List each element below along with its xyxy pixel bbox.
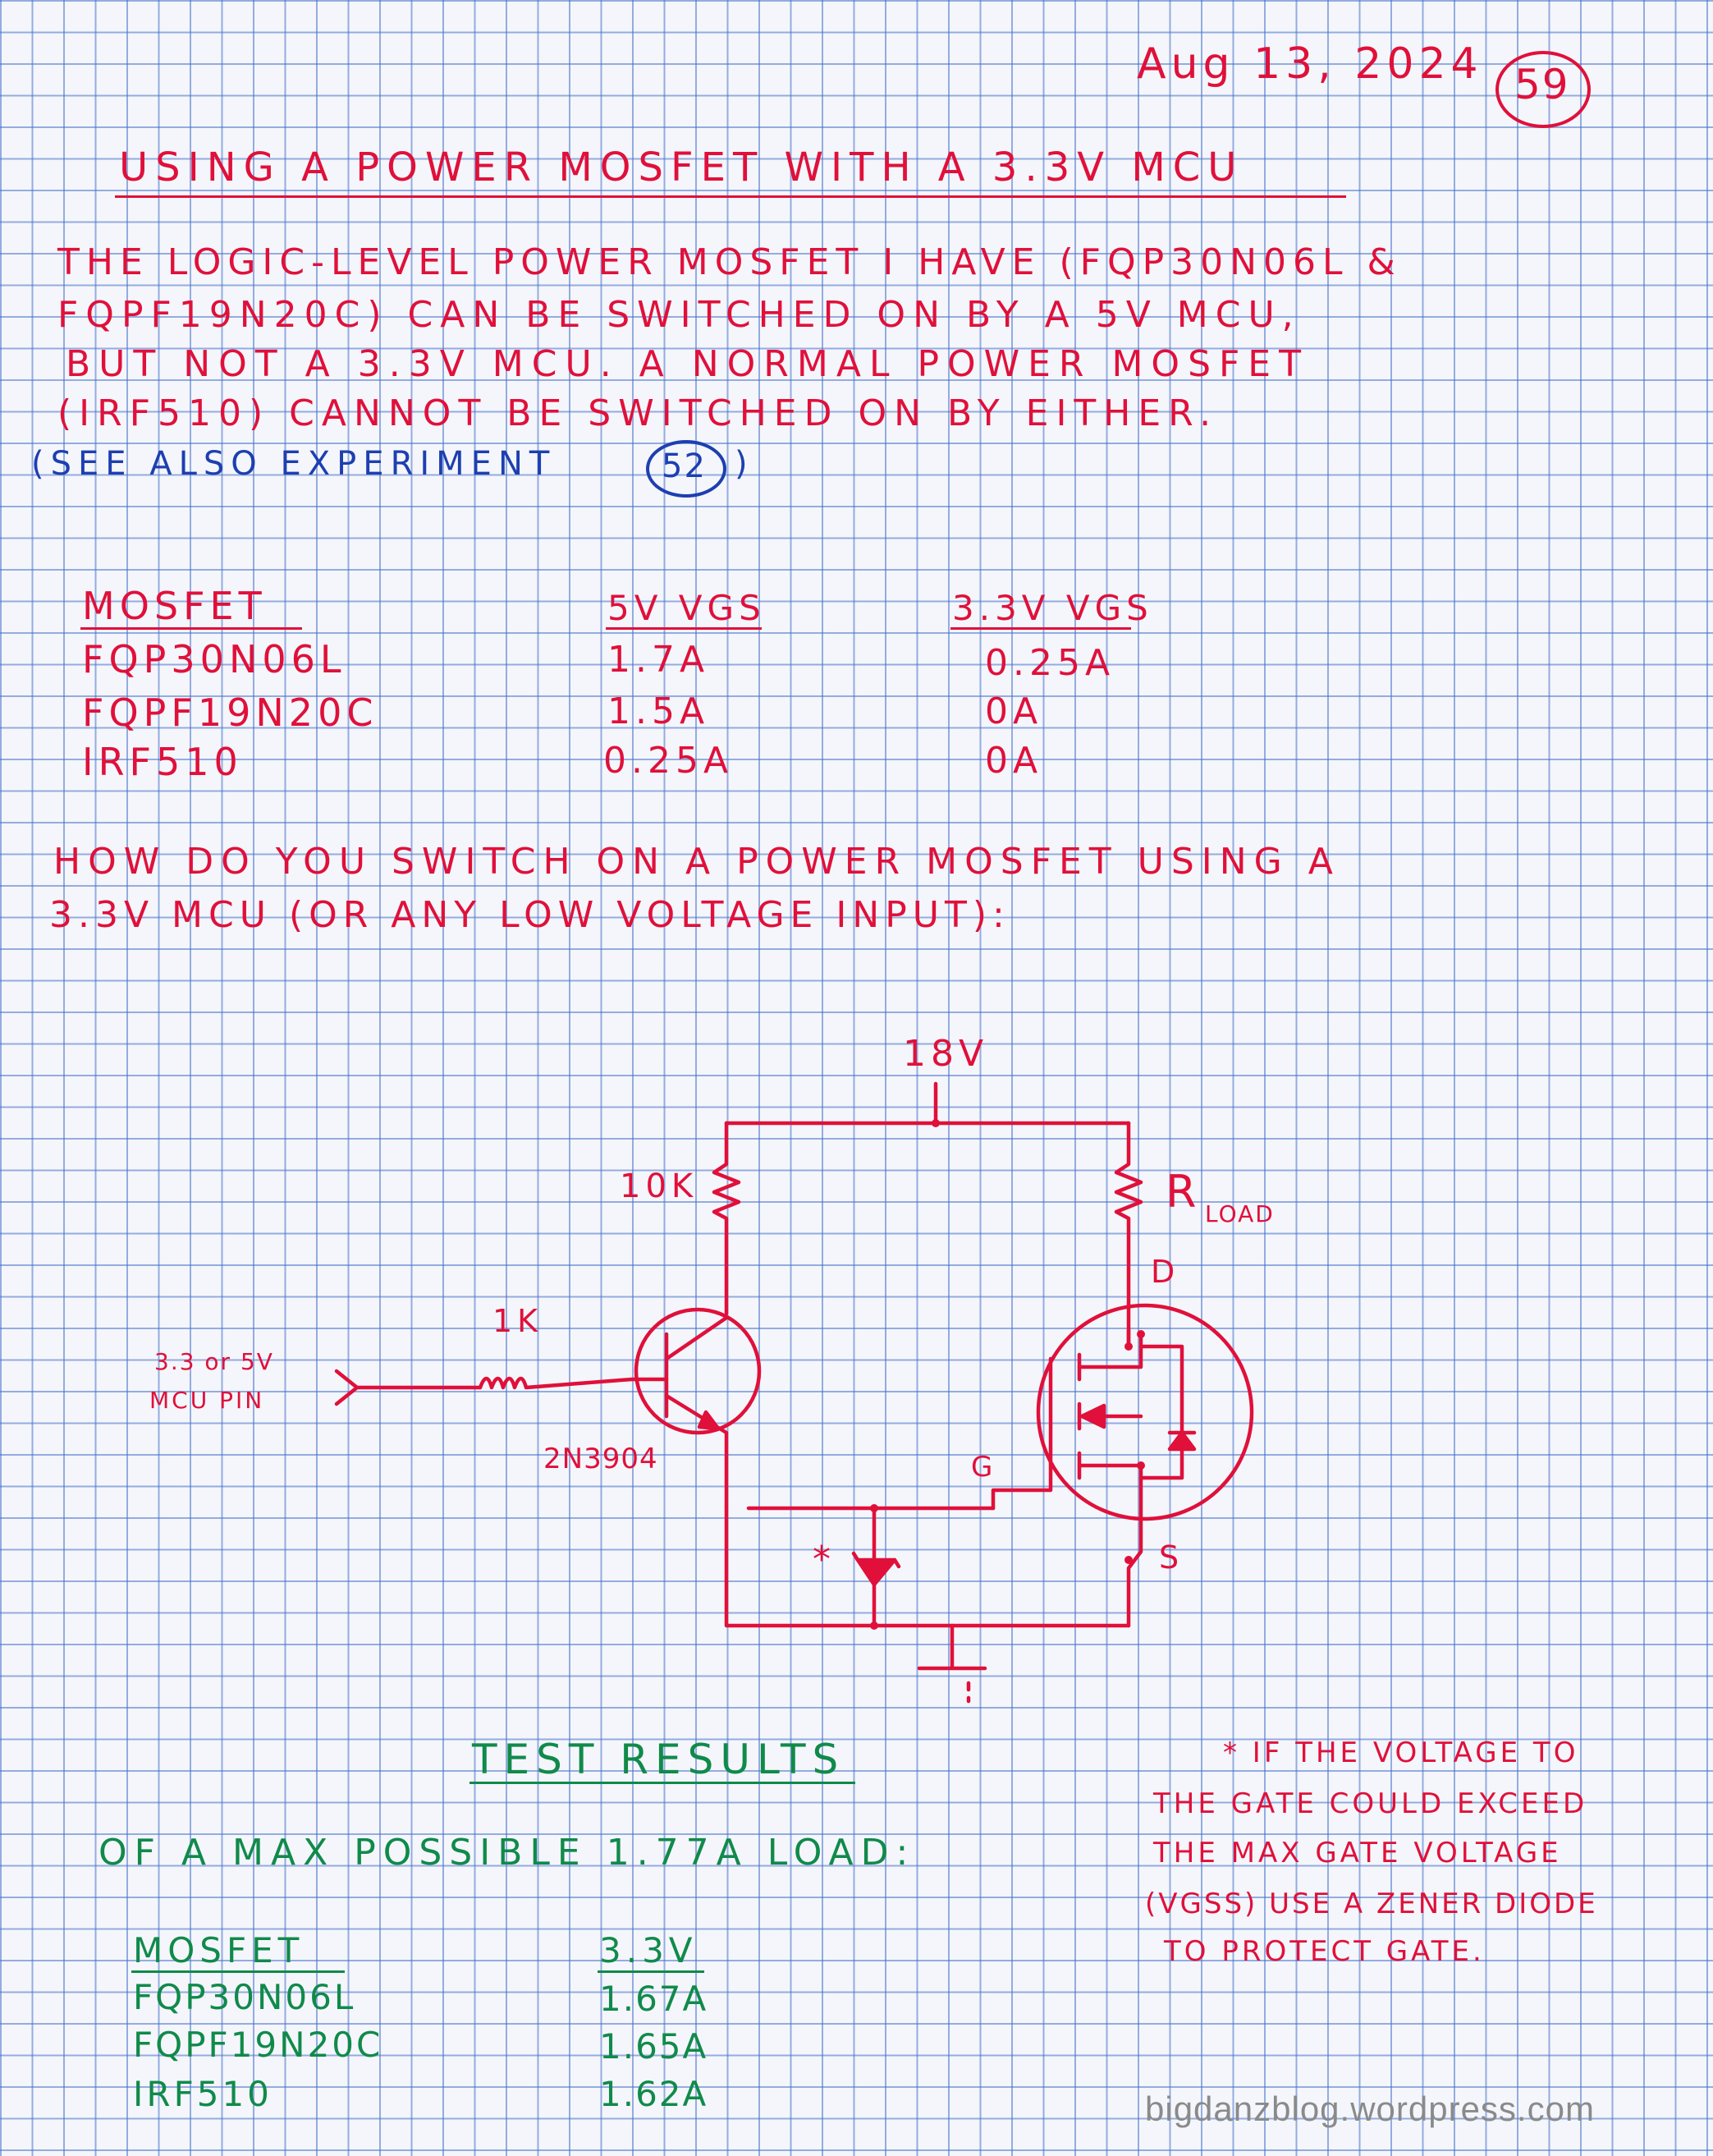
table1-row2-5v: 1.5A: [607, 690, 710, 732]
drain-label: D: [1151, 1254, 1180, 1290]
question-line-1: HOW DO YOU SWITCH ON A POWER MOSFET USIN…: [53, 841, 1340, 883]
table1-row1-mosfet: FQP30N06L: [82, 637, 346, 681]
table1-header-underline-1: [80, 627, 302, 630]
note-line-3: THE MAX GATE VOLTAGE: [1153, 1837, 1562, 1869]
results-title: TEST RESULTS: [472, 1736, 845, 1783]
r-collector-label: 10K: [620, 1167, 698, 1205]
gate-label: G: [971, 1451, 998, 1484]
intro-line-3: BUT NOT A 3.3V MCU. A NORMAL POWER MOSFE…: [66, 343, 1309, 385]
table1-row1-33v: 0.25A: [985, 642, 1115, 684]
intro-line-4: (IRF510) CANNOT BE SWITCHED ON BY EITHER…: [57, 392, 1219, 434]
title-underline: [115, 195, 1346, 198]
input-label-1: 3.3 or 5V: [154, 1348, 274, 1375]
page-number-circle: [1495, 51, 1591, 128]
results-row2-value: 1.65A: [599, 2026, 708, 2067]
page-title: USING A POWER MOSFET WITH A 3.3V MCU: [119, 144, 1244, 190]
page-number: 59: [1514, 61, 1570, 108]
r-load-label: R: [1166, 1166, 1202, 1218]
results-row1-value: 1.67A: [599, 1979, 708, 2019]
results-row3-mosfet: IRF510: [133, 2074, 273, 2114]
results-row2-mosfet: FQPF19N20C: [133, 2025, 383, 2065]
table1-header-underline-3: [950, 627, 1131, 630]
table1-row3-5v: 0.25A: [603, 740, 734, 782]
table1-row1-5v: 1.7A: [607, 639, 710, 681]
results-subtitle: OF A MAX POSSIBLE 1.77A LOAD:: [98, 1832, 916, 1874]
table1-row3-33v: 0A: [985, 740, 1043, 782]
r-base-label: 1K: [492, 1303, 543, 1339]
see-also-number: 52: [662, 447, 707, 485]
r-load-sub-label: LOAD: [1205, 1200, 1275, 1227]
results-row3-value: 1.62A: [599, 2074, 708, 2114]
note-line-5: TO PROTECT GATE.: [1164, 1935, 1485, 1968]
results-header-underline-2: [598, 1970, 704, 1973]
results-header-mosfet: MOSFET: [133, 1930, 305, 1970]
supply-label: 18V: [903, 1033, 989, 1075]
note-line-2: THE GATE COULD EXCEED: [1153, 1787, 1588, 1820]
table1-header-33v: 3.3V VGS: [952, 588, 1153, 628]
date: Aug 13, 2024: [1137, 39, 1483, 89]
results-row1-mosfet: FQP30N06L: [133, 1977, 356, 2017]
table1-header-mosfet: MOSFET: [82, 584, 267, 628]
input-label-2: MCU PIN: [149, 1387, 265, 1414]
table1-header-5v: 5V VGS: [607, 588, 766, 628]
table1-header-underline-2: [606, 627, 762, 630]
question-line-2: 3.3V MCU (OR ANY LOW VOLTAGE INPUT):: [49, 894, 1010, 936]
see-also-suffix: ): [735, 445, 753, 483]
watermark: bigdanzblog.wordpress.com: [1145, 2089, 1595, 2128]
transistor-label: 2N3904: [543, 1443, 658, 1475]
source-label: S: [1159, 1539, 1184, 1576]
results-header-33v: 3.3V: [599, 1930, 698, 1970]
intro-line-2: FQPF19N20C) CAN BE SWITCHED ON BY A 5V M…: [57, 294, 1301, 336]
see-also-circle: [646, 440, 726, 498]
table1-row2-33v: 0A: [985, 690, 1043, 732]
table1-row2-mosfet: FQPF19N20C: [82, 690, 378, 735]
zener-mark: *: [813, 1539, 836, 1580]
results-header-underline-1: [131, 1970, 345, 1973]
intro-line-1: THE LOGIC-LEVEL POWER MOSFET I HAVE (FQP…: [57, 241, 1402, 283]
see-also-text: (SEE ALSO EXPERIMENT: [31, 445, 556, 483]
table1-row3-mosfet: IRF510: [82, 740, 243, 784]
results-title-underline: [469, 1782, 855, 1784]
note-line-1: * IF THE VOLTAGE TO: [1223, 1736, 1579, 1769]
note-line-4: (VGSS) USE A ZENER DIODE: [1145, 1888, 1598, 1920]
